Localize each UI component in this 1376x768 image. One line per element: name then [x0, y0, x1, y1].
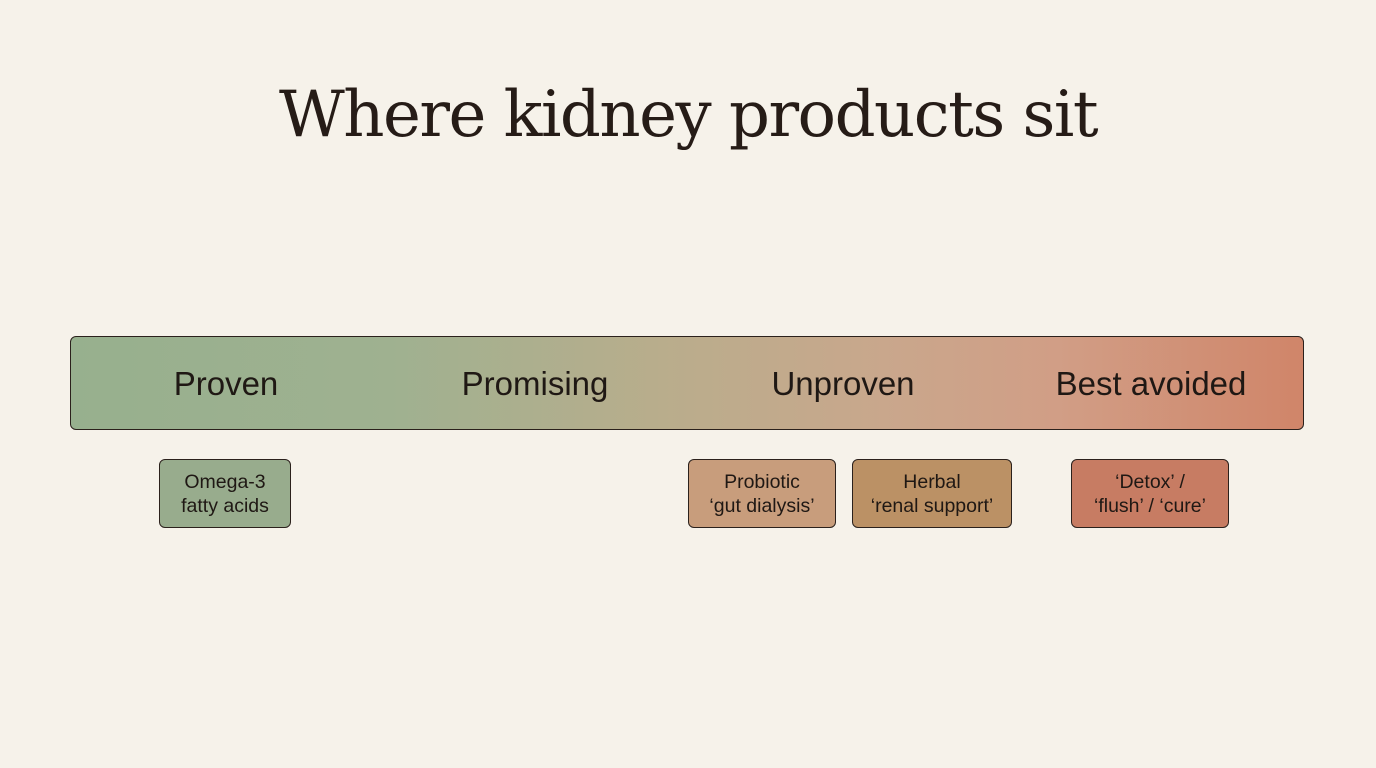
evidence-spectrum-bar: Proven Promising Unproven Best avoided — [70, 336, 1304, 430]
product-tag-line: ‘Detox’ / — [1115, 470, 1185, 493]
zone-label-promising: Promising — [461, 365, 609, 402]
product-tag-line: Herbal — [903, 470, 961, 493]
product-tag-herbal: Herbal ‘renal support’ — [852, 459, 1012, 528]
product-tag-line: fatty acids — [181, 494, 269, 517]
product-tag-omega-3: Omega-3 fatty acids — [159, 459, 291, 528]
product-tag-line: Probiotic — [724, 470, 800, 493]
product-tag-line: ‘flush’ / ‘cure’ — [1094, 494, 1206, 517]
product-tag-line: ‘gut dialysis’ — [709, 494, 815, 517]
zone-label-best-avoided: Best avoided — [1055, 365, 1247, 402]
page-title: Where kidney products sit — [278, 78, 1099, 152]
product-tag-line: Omega-3 — [184, 470, 266, 493]
zone-label-proven: Proven — [173, 365, 279, 402]
product-tag-probiotic: Probiotic ‘gut dialysis’ — [688, 459, 836, 528]
product-tag-detox: ‘Detox’ / ‘flush’ / ‘cure’ — [1071, 459, 1229, 528]
product-tag-line: ‘renal support’ — [870, 494, 994, 517]
zone-label-unproven: Unproven — [771, 365, 915, 402]
